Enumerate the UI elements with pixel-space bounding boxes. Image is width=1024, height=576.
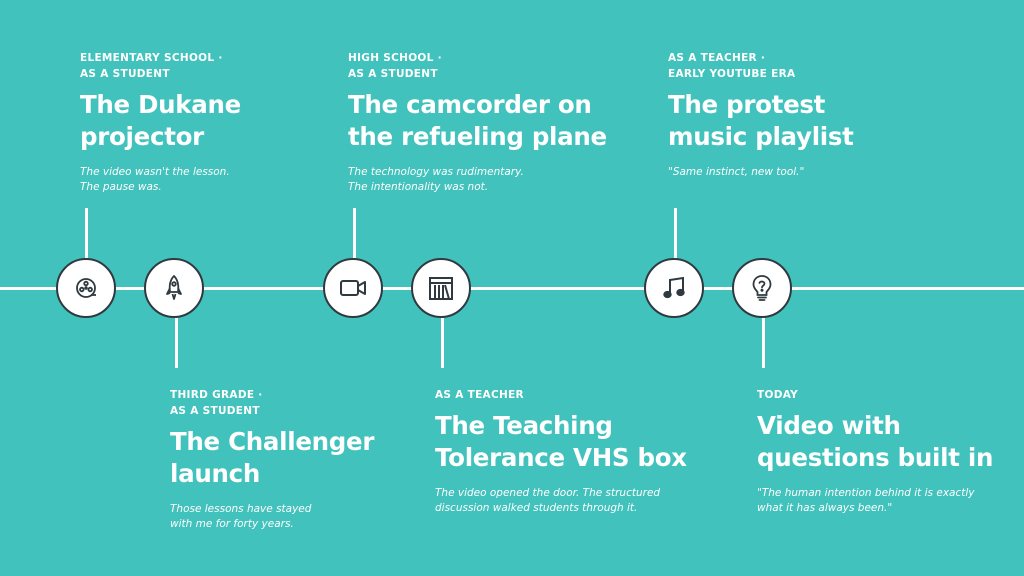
event-vhs-box: AS A TEACHER The Teaching Tolerance VHS … <box>435 387 735 516</box>
event-label: ELEMENTARY SCHOOL · AS A STUDENT <box>80 52 223 80</box>
node-dukane-projector <box>56 258 116 318</box>
event-quote: "Same instinct, new tool." <box>668 166 805 178</box>
connector-5 <box>674 208 677 258</box>
timeline-line <box>0 287 1024 290</box>
event-video-questions: TODAY Video with questions built in "The… <box>757 387 1017 516</box>
node-vhs-box <box>411 258 471 318</box>
event-quote: The video opened the door. The structure… <box>435 487 661 514</box>
event-challenger-launch: THIRD GRADE · AS A STUDENT The Challenge… <box>170 387 420 532</box>
music-note-icon <box>663 276 685 299</box>
event-quote: The technology was rudimentary. The inte… <box>348 166 524 193</box>
node-camcorder <box>323 258 383 318</box>
event-label: AS A TEACHER <box>435 389 524 401</box>
lightbulb-question-icon <box>752 275 772 301</box>
event-label: AS A TEACHER · EARLY YOUTUBE ERA <box>668 52 796 80</box>
event-protest-playlist: AS A TEACHER · EARLY YOUTUBE ERA The pro… <box>668 50 928 180</box>
event-camcorder: HIGH SCHOOL · AS A STUDENT The camcorder… <box>348 50 648 195</box>
film-reel-icon <box>76 278 96 298</box>
node-video-questions <box>732 258 792 318</box>
event-dukane-projector: ELEMENTARY SCHOOL · AS A STUDENT The Duk… <box>80 50 320 195</box>
event-label: TODAY <box>757 389 799 401</box>
event-quote: Those lessons have stayed with me for fo… <box>170 503 312 530</box>
event-label: THIRD GRADE · AS A STUDENT <box>170 389 263 417</box>
event-title: Video with questions built in <box>757 411 994 472</box>
connector-1 <box>85 208 88 258</box>
event-title: The protest music playlist <box>668 90 854 151</box>
connector-3 <box>353 208 356 258</box>
event-quote: The video wasn't the lesson. The pause w… <box>80 166 230 193</box>
rocket-icon <box>166 275 182 300</box>
node-protest-playlist <box>644 258 704 318</box>
event-title: The Teaching Tolerance VHS box <box>435 411 687 472</box>
connector-2 <box>175 318 178 368</box>
event-title: The Challenger launch <box>170 427 375 488</box>
event-label: HIGH SCHOOL · AS A STUDENT <box>348 52 442 80</box>
connector-4 <box>441 318 444 368</box>
video-camera-icon <box>340 280 366 296</box>
node-challenger-launch <box>144 258 204 318</box>
connector-6 <box>762 318 765 368</box>
event-title: The Dukane projector <box>80 90 241 151</box>
event-quote: "The human intention behind it is exactl… <box>757 487 975 514</box>
vhs-box-icon <box>429 277 453 300</box>
event-title: The camcorder on the refueling plane <box>348 90 607 151</box>
